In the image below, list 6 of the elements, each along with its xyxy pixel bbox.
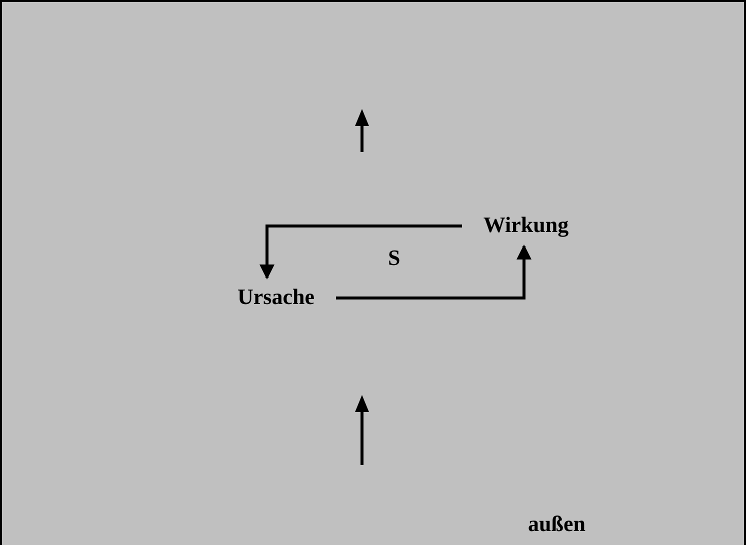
arrow [260, 224, 462, 280]
node-label: Wirkung [462, 210, 590, 240]
node-label: Ursache [216, 282, 336, 312]
text-label: S [388, 245, 400, 271]
arrow [336, 244, 532, 300]
text-label: außen [528, 511, 586, 537]
